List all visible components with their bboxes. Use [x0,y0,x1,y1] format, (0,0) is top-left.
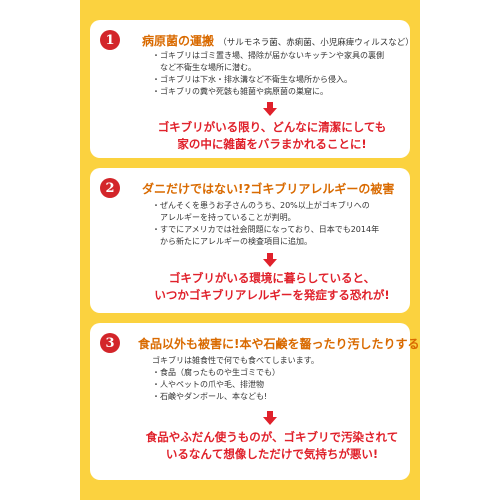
body-line: アレルギーを持っていることが判明。 [152,213,296,222]
section-title: ダニだけではない!?ゴキブリアレルギーの被害 [142,180,406,197]
section-number-badge: 1 [100,30,120,50]
body-line: ・ゴキブリは下水・排水溝など不衛生な場所から侵入。 [152,75,352,84]
callout-line: ゴキブリがいる限り、どんなに清潔にしても [157,120,387,134]
section-card-1: 1 病原菌の運搬 （サルモネラ菌、赤痢菌、小児麻痺ウィルスなど） ・ゴキブリはゴ… [90,20,414,158]
body-line: ・ぜんそくを患うお子さんのうち、20%以上がゴキブリへの [152,201,370,210]
section-callout: ゴキブリがいる限り、どんなに清潔にしても 家の中に雑菌をバラまかれることに! [140,119,404,153]
section-title-text: ダニだけではない!?ゴキブリアレルギーの被害 [142,182,395,196]
body-line: から新たにアレルギーの検査項目に追加。 [152,237,312,246]
callout-line: いるなんて想像しただけで気持ちが悪い! [165,447,379,461]
section-card-2: 2 ダニだけではない!?ゴキブリアレルギーの被害 ・ぜんそくを患うお子さんのうち… [90,168,410,313]
body-line: ・人やペットの爪や毛、排泄物 [152,380,264,389]
section-body: ゴキブリは雑食性で何でも食べてしまいます。 ・食品（腐ったものや生ゴミでも） ・… [152,355,402,403]
body-line: ・ゴキブリはゴミ置き場、掃除が届かないキッチンや家具の裏側 [152,51,384,60]
section-body: ・ぜんそくを患うお子さんのうち、20%以上がゴキブリへの アレルギーを持っている… [152,200,402,248]
body-line: ・石鹸やダンボール、本なども! [152,392,268,401]
callout-line: ゴキブリがいる環境に暮らしていると、 [168,271,376,285]
callout-line: 食品やふだん使うものが、ゴキブリで汚染されて [145,430,399,444]
down-arrow-icon [263,253,277,267]
section-title-text: 病原菌の運搬 [142,34,215,48]
body-line: ・食品（腐ったものや生ゴミでも） [152,368,280,377]
body-line: ゴキブリは雑食性で何でも食べてしまいます。 [152,356,319,365]
body-line: ・ゴキブリの糞や死骸も雑菌や病原菌の巣窟に。 [152,87,328,96]
body-line: ・すでにアメリカでは社会問題になっており、日本でも2014年 [152,225,380,234]
section-number-badge: 3 [100,333,120,353]
down-arrow-icon [263,102,277,116]
callout-line: 家の中に雑菌をバラまかれることに! [177,137,367,151]
section-title: 病原菌の運搬 （サルモネラ菌、赤痢菌、小児麻痺ウィルスなど） [142,32,414,49]
section-title-text: 食品以外も被害に!本や石鹸を齧ったり汚したりする [138,337,420,351]
section-title-note: （サルモネラ菌、赤痢菌、小児麻痺ウィルスなど） [218,38,414,48]
body-line: など不衛生な場所に潜む。 [152,63,256,72]
section-number-badge: 2 [100,178,120,198]
section-body: ・ゴキブリはゴミ置き場、掃除が届かないキッチンや家具の裏側 など不衛生な場所に潜… [152,50,402,98]
section-card-3: 3 食品以外も被害に!本や石鹸を齧ったり汚したりする ゴキブリは雑食性で何でも食… [90,323,419,480]
section-callout: 食品やふだん使うものが、ゴキブリで汚染されて いるなんて想像しただけで気持ちが悪… [140,429,404,463]
section-title: 食品以外も被害に!本や石鹸を齧ったり汚したりする [138,335,419,352]
callout-line: いつかゴキブリアレルギーを発症する恐れが! [154,288,390,302]
down-arrow-icon [263,411,277,425]
section-callout: ゴキブリがいる環境に暮らしていると、 いつかゴキブリアレルギーを発症する恐れが! [140,270,404,304]
